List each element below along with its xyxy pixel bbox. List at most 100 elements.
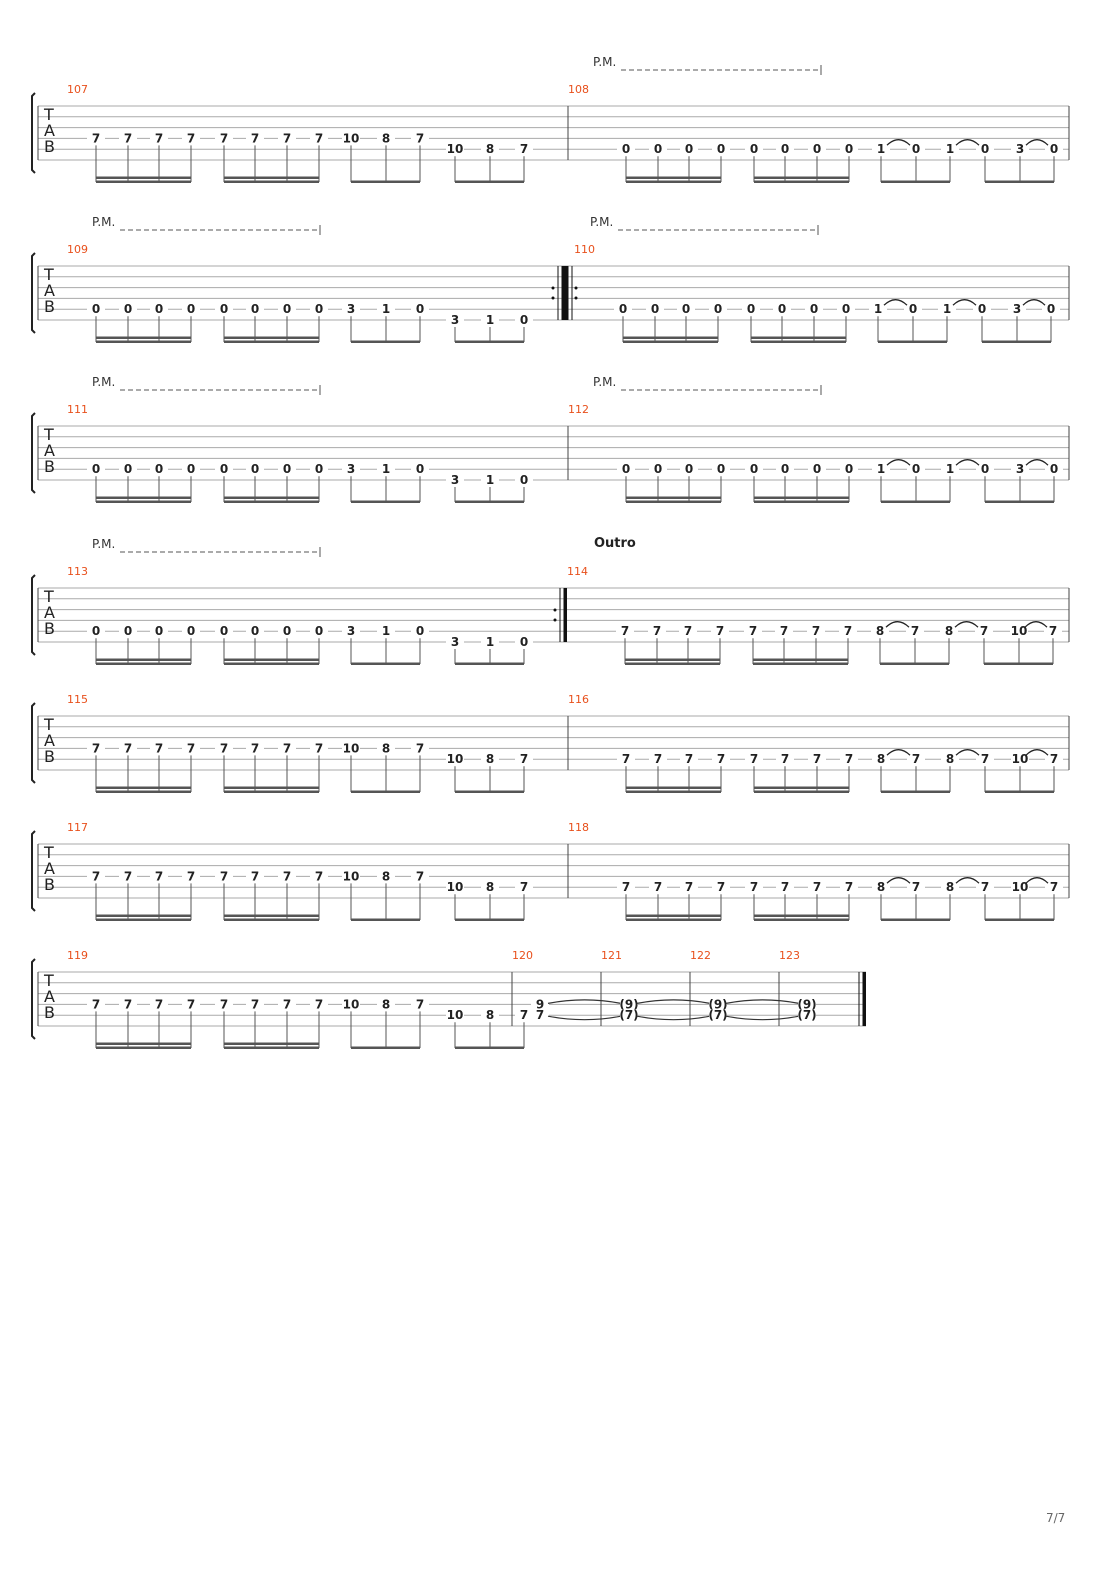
fret-number: 7	[187, 997, 195, 1011]
repeat-dot	[551, 286, 555, 290]
fret-number: 7	[283, 997, 291, 1011]
fret-bg	[620, 998, 638, 1010]
beam-secondary	[626, 176, 721, 179]
fret-bg	[1045, 753, 1063, 765]
fret-number: 3	[1013, 302, 1021, 316]
beam-secondary	[754, 176, 849, 179]
beam	[351, 500, 420, 503]
fret-bg	[617, 881, 635, 893]
fret-bg	[515, 474, 533, 485]
fret-bg	[150, 463, 168, 475]
beam	[351, 180, 420, 183]
fret-bg	[310, 625, 328, 637]
fret-number: 8	[946, 752, 954, 766]
fret-bg	[182, 870, 200, 882]
fret-bg	[679, 625, 697, 637]
fret-bg	[872, 143, 890, 155]
fret-number: 0	[251, 462, 259, 476]
measure: 123(9)(7)	[779, 949, 866, 1026]
fret-bg	[617, 143, 635, 155]
tab-clef-letter: T	[43, 265, 54, 284]
tie-arc	[547, 1015, 622, 1021]
fret-number: 0	[187, 462, 195, 476]
fret-number: 7	[416, 131, 424, 145]
fret-bg	[215, 870, 233, 882]
beam	[881, 918, 950, 921]
fret-number: 0	[912, 462, 920, 476]
fret-number: 0	[155, 462, 163, 476]
beam	[455, 1046, 524, 1049]
fret-bg	[342, 625, 360, 637]
fret-bg	[872, 881, 890, 893]
fret-bg	[377, 870, 395, 882]
fret-number: 7	[749, 624, 757, 638]
tab-clef-letter: B	[44, 619, 55, 638]
fret-number: 0	[92, 462, 100, 476]
fret-bg	[680, 881, 698, 893]
fret-bg	[377, 303, 395, 315]
fret-bg	[515, 636, 533, 647]
fret-bg	[680, 753, 698, 765]
measure-number: 121	[601, 949, 622, 962]
fret-bg	[1011, 881, 1029, 893]
fret-bg	[840, 881, 858, 893]
beam-secondary	[224, 658, 319, 661]
beam	[455, 500, 524, 503]
fret-number: 0	[220, 624, 228, 638]
fret-bg	[150, 998, 168, 1010]
fret-number: 10	[1012, 752, 1029, 766]
tie-arc	[1025, 459, 1049, 466]
beam	[754, 790, 849, 793]
fret-number: 10	[343, 131, 360, 145]
fret-bg	[215, 132, 233, 144]
fret-number: 7	[155, 131, 163, 145]
repeat-dot	[574, 286, 578, 290]
fret-bg	[515, 143, 533, 155]
fret-number: 10	[447, 142, 464, 156]
fret-number: 10	[447, 880, 464, 894]
page-number: 7/7	[1046, 1511, 1066, 1525]
fret-bg	[839, 625, 857, 637]
fret-bg	[215, 625, 233, 637]
fret-number: 10	[343, 869, 360, 883]
fret-number: 0	[520, 313, 528, 327]
tab-clef-letter: A	[44, 441, 55, 460]
tie-arc	[1024, 621, 1048, 628]
fret-number: 3	[451, 473, 459, 487]
fret-number: 0	[978, 302, 986, 316]
fret-number: 7	[251, 131, 259, 145]
fret-bg	[872, 753, 890, 765]
fret-number: 8	[946, 880, 954, 894]
beam	[880, 662, 949, 665]
fret-number: 0	[750, 462, 758, 476]
fret-number: 8	[382, 869, 390, 883]
measure-number: 122	[690, 949, 711, 962]
fret-number: 7	[315, 741, 323, 755]
fret-bg	[150, 625, 168, 637]
beam	[455, 340, 524, 343]
fret-bg	[1045, 143, 1063, 155]
fret-bg	[446, 881, 464, 893]
fret-number: 8	[945, 624, 953, 638]
measure-number: 112	[568, 403, 589, 416]
fret-bg	[119, 625, 137, 637]
fret-number: 0	[654, 462, 662, 476]
fret-number: 7	[220, 997, 228, 1011]
fret-bg	[808, 463, 826, 475]
fret-number: 8	[382, 997, 390, 1011]
fret-number: 0	[416, 624, 424, 638]
fret-number: 0	[747, 302, 755, 316]
fret-number: 3	[451, 635, 459, 649]
fret-number: 0	[1050, 462, 1058, 476]
fret-number: 0	[1050, 142, 1058, 156]
beam-secondary	[754, 786, 849, 789]
fret-bg	[246, 998, 264, 1010]
fret-number: 7	[92, 131, 100, 145]
fret-bg	[87, 870, 105, 882]
beam	[96, 790, 191, 793]
fret-number: 0	[220, 462, 228, 476]
